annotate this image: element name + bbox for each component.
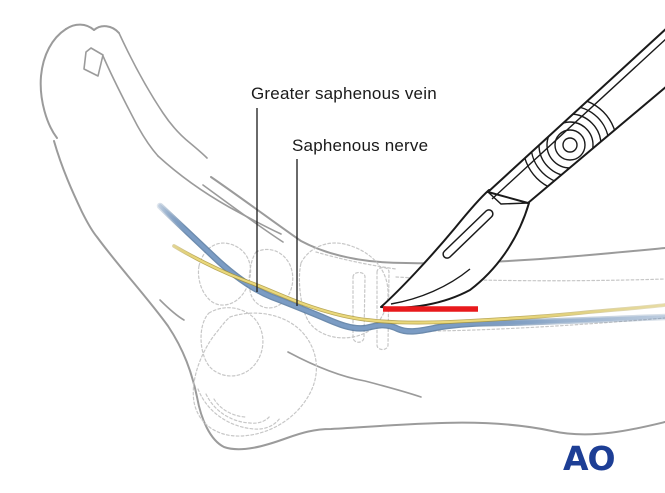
foot-outline xyxy=(39,23,665,451)
label-greater-saphenous-vein: Greater saphenous vein xyxy=(251,84,437,103)
label-saphenous-nerve: Saphenous nerve xyxy=(292,136,429,155)
scalpel-blade-slot xyxy=(442,209,494,259)
saphenous-vein xyxy=(156,202,665,335)
ankle-back-contour xyxy=(287,351,422,398)
calcaneus-outline xyxy=(192,312,317,437)
ao-logo: AO xyxy=(563,439,616,478)
shin-contour xyxy=(210,176,665,265)
toe-nail xyxy=(83,47,104,77)
heel-pad-arcs xyxy=(197,388,281,430)
saphenous-nerve xyxy=(172,244,665,325)
scalpel-handle xyxy=(487,28,665,204)
scalpel-illustration xyxy=(380,28,665,309)
